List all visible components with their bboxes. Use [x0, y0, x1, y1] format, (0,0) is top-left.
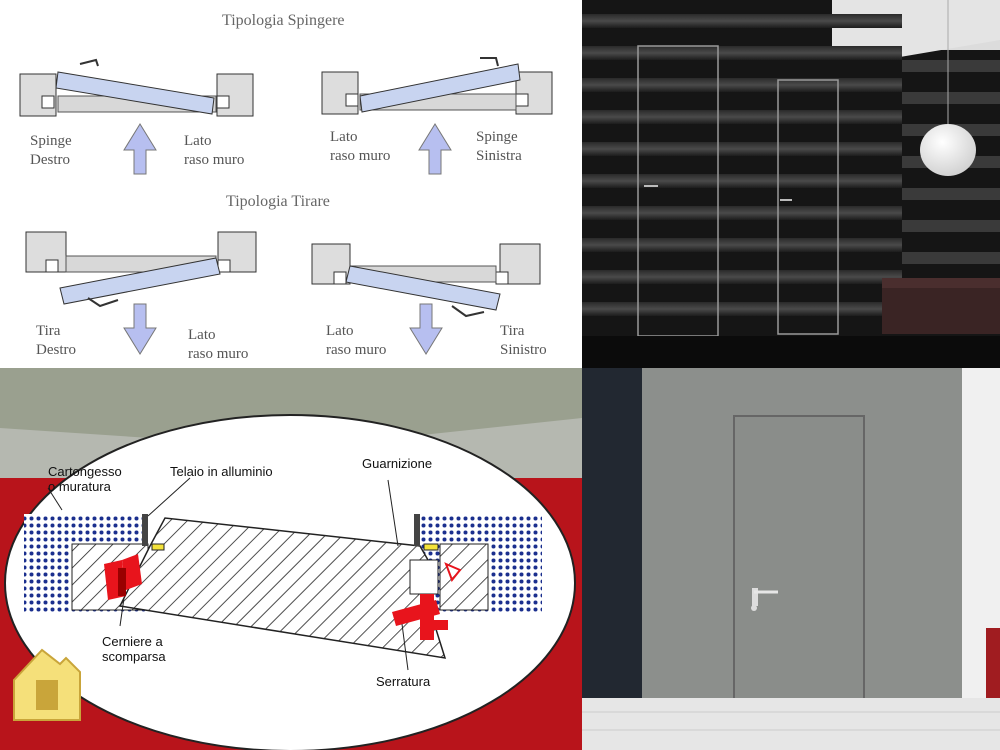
- logo: [13, 648, 81, 721]
- push-left-label: Spinge Sinistra: [476, 129, 522, 164]
- push-diagram-title: Tipologia Spingere: [222, 12, 345, 29]
- pull-right-label: Tira Destro: [36, 323, 76, 358]
- pull-right-door-drawing: [25, 231, 257, 308]
- hinge-drawing: [104, 554, 142, 600]
- push-left-door-drawing: [321, 57, 553, 115]
- pull-left-label: Tira Sinistro: [500, 323, 547, 358]
- striped-wall-room-photo: [582, 0, 1000, 368]
- pull-left-door-drawing: [311, 243, 541, 318]
- frame-label: Telaio in alluminio: [170, 464, 273, 479]
- lock-label: Serratura: [376, 674, 431, 689]
- frame-section-diagram: Cartongesso o muratura Telaio in allumin…: [0, 368, 582, 750]
- door-photo-illustration: [582, 368, 1000, 750]
- pull-flush-side-label-left: Lato raso muro: [188, 327, 249, 362]
- push-right-label: Spinge Destro: [30, 133, 72, 168]
- wall-label: Cartongesso o muratura: [48, 464, 122, 494]
- pull-diagram-title: Tipologia Tirare: [226, 193, 330, 210]
- lock-drawing: [392, 594, 448, 640]
- hinges-label: Cerniere a scomparsa: [102, 634, 166, 664]
- section-drawing: [0, 368, 582, 750]
- pull-flush-side-label-right: Lato raso muro: [326, 323, 387, 358]
- push-flush-side-label-right: Lato raso muro: [330, 129, 391, 164]
- room-photo-illustration: [582, 0, 1000, 368]
- gasket-label: Guarnizione: [362, 456, 433, 471]
- door-leaf-section: [118, 517, 447, 659]
- opening-diagram-drawing: [19, 57, 553, 355]
- push-flush-side-label-left: Lato raso muro: [184, 133, 245, 168]
- flush-door-photo: [582, 368, 1000, 750]
- push-right-door-drawing: [19, 58, 254, 117]
- aluminium-frame: [142, 514, 439, 551]
- opening-types-diagram: Tipologia Spingere: [0, 0, 582, 368]
